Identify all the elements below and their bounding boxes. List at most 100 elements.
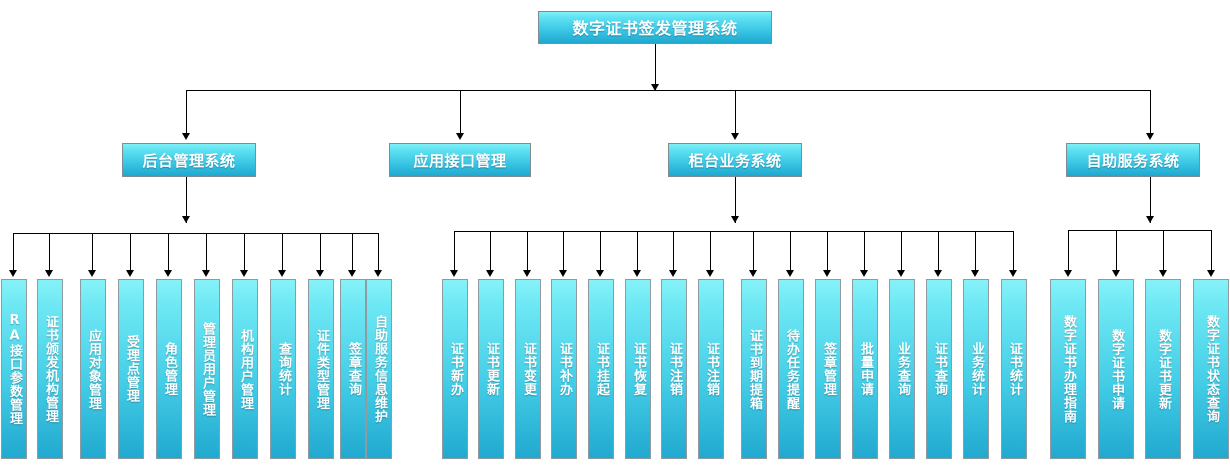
- arrowhead-g3-leaf-11: [823, 270, 831, 277]
- leaf-admin-user-management[interactable]: 管理员用户管理: [194, 279, 220, 459]
- connector-g3-leaf-16: [1013, 231, 1014, 275]
- leaf-certificate-revoke-2[interactable]: 证书注销: [698, 279, 724, 459]
- leaf-certificate-expiry-reminder-box[interactable]: 证书到期提箱: [741, 279, 767, 459]
- leaf-acceptance-point-management[interactable]: 受理点管理: [118, 279, 144, 459]
- leaf-label: 数字证书更新: [1156, 328, 1172, 410]
- connector-g3-bus: [454, 231, 1013, 232]
- node-self-service-system[interactable]: 自助服务系统: [1066, 143, 1200, 177]
- leaf-certificate-restore[interactable]: 证书恢复: [625, 279, 651, 459]
- connector-g1-leaf-5: [168, 233, 169, 275]
- leaf-certificate-renewal[interactable]: 证书更新: [478, 279, 504, 459]
- arrowhead-g1-leaf-1: [9, 270, 17, 277]
- arrowhead-g1-leaf-4: [126, 270, 134, 277]
- arrowhead-g1-leaf-2: [45, 270, 53, 277]
- arrowhead-root-drop: [651, 84, 659, 91]
- leaf-id-type-management[interactable]: 证件类型管理: [308, 279, 334, 459]
- connector-g3-leaf-14: [938, 231, 939, 275]
- leaf-certificate-change[interactable]: 证书变更: [515, 279, 541, 459]
- leaf-label: 批量申请: [858, 342, 874, 396]
- arrowhead-g4-leaf-2: [1112, 270, 1120, 277]
- connector-g3-leaf-2: [490, 231, 491, 275]
- leaf-label: 业务统计: [969, 342, 985, 396]
- arrowhead-l2-3: [731, 133, 739, 140]
- leaf-label: 证书注销: [704, 342, 720, 396]
- arrowhead-g3-leaf-16: [1009, 270, 1017, 277]
- connector-drop-l2-3: [735, 90, 736, 136]
- leaf-certificate-authority-management[interactable]: 证书颁发机构管理: [37, 279, 63, 459]
- leaf-certificate-suspend[interactable]: 证书挂起: [588, 279, 614, 459]
- leaf-ra-interface-parameter-management[interactable]: RA接口参数管理: [1, 279, 27, 459]
- connector-g4-leaf-4: [1211, 230, 1212, 275]
- leaf-label: 受理点管理: [124, 335, 140, 403]
- leaf-label: 证书颁发机构管理: [43, 315, 59, 423]
- leaf-batch-application[interactable]: 批量申请: [852, 279, 878, 459]
- connector-g1-leaf-4: [130, 233, 131, 275]
- arrowhead-g3-leaf-7: [669, 270, 677, 277]
- leaf-certificate-query[interactable]: 证书查询: [926, 279, 952, 459]
- leaf-business-statistics[interactable]: 业务统计: [963, 279, 989, 459]
- leaf-pending-task-reminder[interactable]: 待办任务提醒: [778, 279, 804, 459]
- leaf-digital-certificate-renewal[interactable]: 数字证书更新: [1145, 279, 1181, 459]
- connector-g1-leaf-7: [244, 233, 245, 275]
- node-level2-label: 自助服务系统: [1086, 152, 1180, 170]
- arrowhead-g3-leaf-5: [596, 270, 604, 277]
- connector-g1-leaf-1: [13, 233, 14, 275]
- leaf-label: 角色管理: [162, 342, 178, 396]
- arrowhead-g3-leaf-9: [749, 270, 757, 277]
- arrowhead-g3-drop: [731, 216, 739, 223]
- connector-g1-leaf-3: [92, 233, 93, 275]
- leaf-label: 证书到期提箱: [747, 328, 763, 410]
- connector-g3-leaf-13: [901, 231, 902, 275]
- node-backend-management-system[interactable]: 后台管理系统: [122, 143, 256, 177]
- leaf-institution-user-management[interactable]: 机构用户管理: [232, 279, 258, 459]
- connector-g3-leaf-6: [637, 231, 638, 275]
- connector-g1-drop: [186, 177, 187, 223]
- leaf-label: 签章管理: [821, 342, 837, 396]
- leaf-label: 待办任务提醒: [784, 328, 800, 410]
- leaf-label: 证书统计: [1007, 342, 1023, 396]
- leaf-digital-certificate-guide[interactable]: 数字证书办理指南: [1050, 279, 1086, 459]
- connector-g1-leaf-10: [352, 233, 353, 275]
- leaf-query-statistics[interactable]: 查询统计: [270, 279, 296, 459]
- leaf-certificate-reissue[interactable]: 证书补办: [551, 279, 577, 459]
- arrowhead-g3-leaf-12: [860, 270, 868, 277]
- leaf-label: 证书挂起: [594, 342, 610, 396]
- arrowhead-g3-leaf-4: [559, 270, 567, 277]
- arrowhead-g1-leaf-10: [348, 270, 356, 277]
- leaf-certificate-revoke-1[interactable]: 证书注销: [661, 279, 687, 459]
- leaf-label: 管理员用户管理: [200, 321, 216, 417]
- connector-g4-leaf-1: [1068, 230, 1069, 275]
- arrowhead-g1-leaf-11: [374, 270, 382, 277]
- leaf-label: 数字证书状态查询: [1204, 315, 1220, 423]
- leaf-role-management[interactable]: 角色管理: [156, 279, 182, 459]
- leaf-business-query[interactable]: 业务查询: [889, 279, 915, 459]
- connector-g4-leaf-2: [1116, 230, 1117, 275]
- leaf-digital-certificate-status-query[interactable]: 数字证书状态查询: [1193, 279, 1229, 459]
- leaf-label: RA接口参数管理: [7, 313, 23, 425]
- connector-drop-l2-1: [186, 90, 187, 136]
- arrowhead-g1-leaf-5: [164, 270, 172, 277]
- arrowhead-g1-leaf-9: [316, 270, 324, 277]
- connector-level2-bus: [186, 90, 1151, 91]
- leaf-seal-management[interactable]: 签章管理: [815, 279, 841, 459]
- node-root-label: 数字证书签发管理系统: [572, 19, 738, 38]
- arrowhead-g1-drop: [182, 216, 190, 223]
- leaf-application-object-management[interactable]: 应用对象管理: [80, 279, 106, 459]
- leaf-seal-query[interactable]: 签章查询: [340, 279, 366, 459]
- connector-g3-leaf-5: [600, 231, 601, 275]
- connector-g3-leaf-10: [790, 231, 791, 275]
- connector-g1-leaf-8: [282, 233, 283, 275]
- node-root[interactable]: 数字证书签发管理系统: [538, 11, 772, 44]
- leaf-new-certificate[interactable]: 证书新办: [442, 279, 468, 459]
- node-counter-business-system[interactable]: 柜台业务系统: [668, 143, 802, 177]
- leaf-digital-certificate-application[interactable]: 数字证书申请: [1098, 279, 1134, 459]
- leaf-certificate-statistics[interactable]: 证书统计: [1001, 279, 1027, 459]
- leaf-self-service-info-maintenance[interactable]: 自助服务信息维护: [366, 279, 392, 459]
- leaf-label: 自助服务信息维护: [372, 315, 388, 423]
- connector-g3-leaf-15: [975, 231, 976, 275]
- connector-g1-leaf-9: [320, 233, 321, 275]
- node-application-interface-management[interactable]: 应用接口管理: [389, 143, 531, 177]
- connector-g3-leaf-7: [673, 231, 674, 275]
- leaf-label: 签章查询: [346, 342, 362, 396]
- arrowhead-g3-leaf-6: [633, 270, 641, 277]
